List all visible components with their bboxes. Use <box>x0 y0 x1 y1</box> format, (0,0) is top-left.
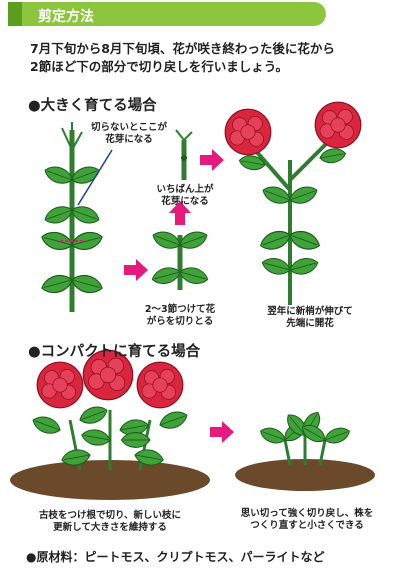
intro-line-1: 7月下旬から8月下旬頃、花が咲き終わった後に花から <box>30 41 335 56</box>
intro-text: 7月下旬から8月下旬頃、花が咲き終わった後に花から 2節ほど下の部分で切り戻しを… <box>30 40 380 76</box>
title-bar: 剪定方法 <box>8 2 326 26</box>
label-top-bud: いちばん上が 花芽になる <box>156 184 214 207</box>
plant-cut <box>149 227 211 290</box>
intro-line-2: 2節ほど下の部分で切り戻しを行いましょう。 <box>30 59 288 74</box>
plant-uncut <box>39 122 113 312</box>
label-next-year: 翌年に新梢が伸びて 先端に開花 <box>267 306 353 329</box>
page-title: 剪定方法 <box>38 9 94 25</box>
label-strong-cut: 思い切って強く切り戻し、株を つくり直すと小さくできる <box>240 508 374 531</box>
label-no-cut: 切らないとここが 花芽になる <box>90 122 167 145</box>
bush-small <box>235 408 375 491</box>
materials-note: ●原材料：ピートモス、クリプトモス、パーライトなど <box>26 550 325 564</box>
bud-stem <box>175 129 193 180</box>
bush-large <box>10 349 210 500</box>
section-heading-compact: ●コンパクトに育てる場合 <box>28 344 201 360</box>
plant-blooming <box>224 101 362 305</box>
section-heading-large: ●大きく育てる場合 <box>28 98 157 114</box>
label-cut: 2～3節つけて花 がらを切りとる <box>144 304 216 327</box>
label-renew: 古枝をつけ根で切り、新しい枝に 更新して大きさを維持する <box>38 510 182 533</box>
title-decoration <box>8 2 22 26</box>
